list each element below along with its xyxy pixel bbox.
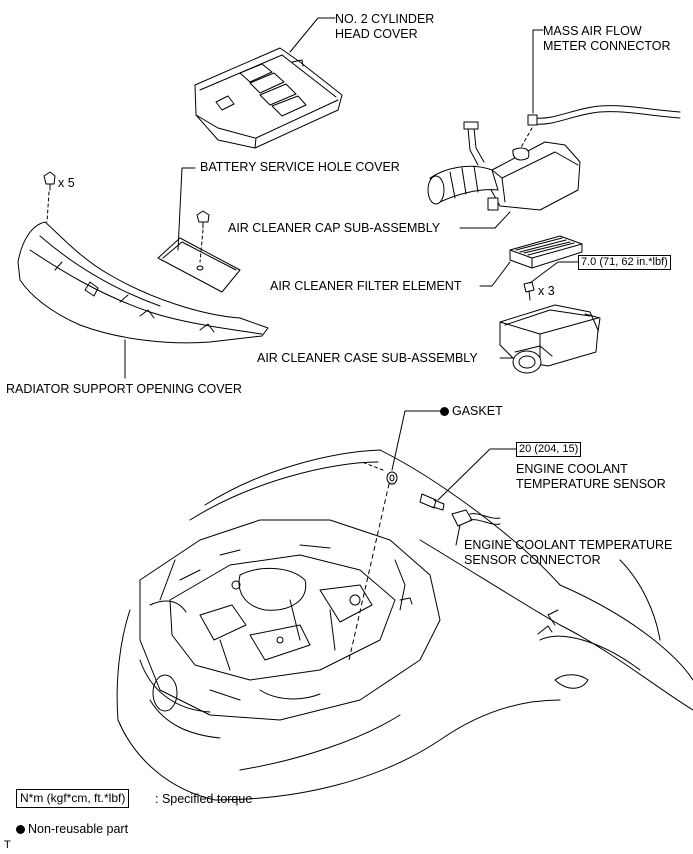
label-clip-qty: x 5 — [58, 176, 75, 190]
corner-mark: T — [4, 839, 11, 851]
label-cap-sub: AIR CLEANER CAP SUB-ASSEMBLY — [228, 221, 441, 235]
label-maf-connector-line2: METER CONNECTOR — [543, 39, 671, 53]
leader-case-torque — [529, 261, 579, 284]
leader-battery-cover — [177, 167, 196, 251]
legend-non-reusable: Non-reusable part — [16, 822, 128, 837]
maf-connector-harness — [527, 105, 681, 126]
radiator-support-cover — [17, 221, 269, 344]
battery-cover — [157, 210, 241, 293]
filter-element — [509, 235, 583, 269]
label-gasket: GASKET — [440, 404, 503, 419]
ect-sensor — [419, 493, 445, 511]
label-radiator-cover: RADIATOR SUPPORT OPENING COVER — [6, 382, 242, 396]
legend-torque-units: N*m (kgf*cm, ft.*lbf) — [16, 789, 130, 808]
air-cleaner-cap — [427, 121, 581, 211]
vehicle-engine-bay — [116, 449, 693, 801]
cylinder-head-cover — [194, 47, 343, 149]
body-detail — [547, 609, 559, 626]
leader-cap-sub — [459, 211, 511, 229]
legend-torque-desc: : Specified torque — [155, 792, 253, 806]
label-case-sub: AIR CLEANER CASE SUB-ASSEMBLY — [257, 351, 478, 365]
label-gasket-text: GASKET — [452, 404, 503, 418]
label-ect-connector-line2: SENSOR CONNECTOR — [464, 553, 601, 567]
leader-filter — [479, 261, 511, 287]
leader-cylinder-head-cover — [289, 17, 336, 53]
clip — [43, 171, 56, 191]
label-maf-connector-line1: MASS AIR FLOW — [543, 24, 642, 38]
leader-ect-sensor — [437, 448, 517, 501]
label-cylinder-head-cover-line2: HEAD COVER — [335, 27, 418, 41]
label-ect-sensor-line1: ENGINE COOLANT — [516, 462, 628, 476]
ect-connector — [451, 509, 501, 527]
body-contour — [619, 559, 661, 641]
label-ect-sensor-line2: TEMPERATURE SENSOR — [516, 477, 666, 491]
leader-maf-connector — [532, 29, 544, 114]
torque-sensor: 20 (204, 15) — [516, 442, 582, 457]
leader-maf-connector-dash — [514, 127, 533, 159]
label-bolt-qty: x 3 — [538, 284, 555, 298]
label-ect-connector-line1: ENGINE COOLANT TEMPERATURE — [464, 538, 673, 552]
gasket-guide — [348, 483, 390, 661]
label-cylinder-head-cover-line1: NO. 2 CYLINDER — [335, 12, 435, 26]
leader-ect-connector — [455, 524, 461, 546]
gasket-guide-2 — [361, 461, 384, 471]
case-bolt — [523, 281, 535, 301]
air-cleaner-case — [499, 304, 601, 374]
clip-guide — [46, 191, 50, 223]
legend-non-reusable-text: Non-reusable part — [28, 822, 129, 836]
label-filter: AIR CLEANER FILTER ELEMENT — [270, 279, 462, 293]
label-battery-cover: BATTERY SERVICE HOLE COVER — [200, 160, 400, 174]
gasket — [386, 471, 398, 485]
non-reusable-dot — [440, 407, 449, 416]
legend-dot — [16, 825, 25, 834]
leader-gasket — [391, 410, 441, 471]
torque-case-bolt: 7.0 (71, 62 in.*lbf) — [578, 255, 671, 270]
